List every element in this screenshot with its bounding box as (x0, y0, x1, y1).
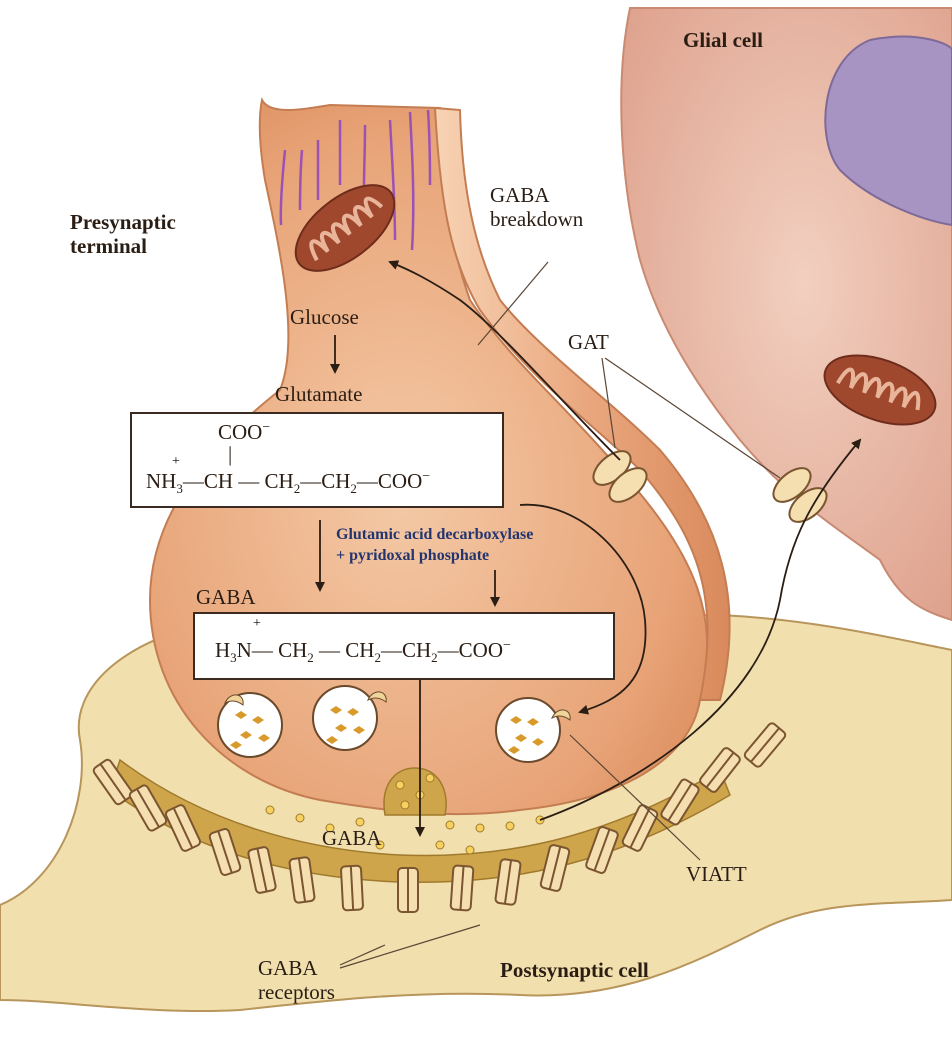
glutamate-label: Glutamate (275, 382, 362, 406)
presynaptic-terminal-label: Presynaptic terminal (70, 210, 176, 258)
gat-label: GAT (568, 330, 609, 354)
gaba-formula-box: + H3N— CH2 — CH2—CH2—COO− (193, 612, 615, 680)
gaba-receptors-label: GABA receptors (258, 956, 335, 1004)
vesicle (218, 693, 282, 757)
gaba-breakdown-label: GABA breakdown (490, 183, 583, 231)
glutamate-vertical-bond: | (228, 442, 232, 467)
viatt-label: VIATT (686, 862, 747, 886)
gaba-amine-charge: + (253, 616, 261, 632)
glucose-label: Glucose (290, 305, 359, 329)
postsynaptic-cell-label: Postsynaptic cell (500, 958, 649, 982)
gaba-chain: H3N— CH2 — CH2—CH2—COO− (215, 638, 511, 666)
glial-cell-label: Glial cell (683, 28, 763, 52)
gaba-upper-label: GABA (196, 585, 256, 609)
glutamate-amine-charge: + (172, 454, 180, 470)
glutamate-chain: NH3—CH — CH2—CH2—COO− (146, 469, 430, 497)
enzyme-label-line2: + pyridoxal phosphate (336, 546, 489, 565)
glutamate-top-group: COO− (218, 420, 270, 445)
enzyme-label-line1: Glutamic acid decarboxylase (336, 525, 533, 544)
gaba-cleft-label: GABA (322, 826, 382, 850)
glutamate-formula-box: COO− | + NH3—CH — CH2—CH2—COO− (130, 412, 504, 508)
